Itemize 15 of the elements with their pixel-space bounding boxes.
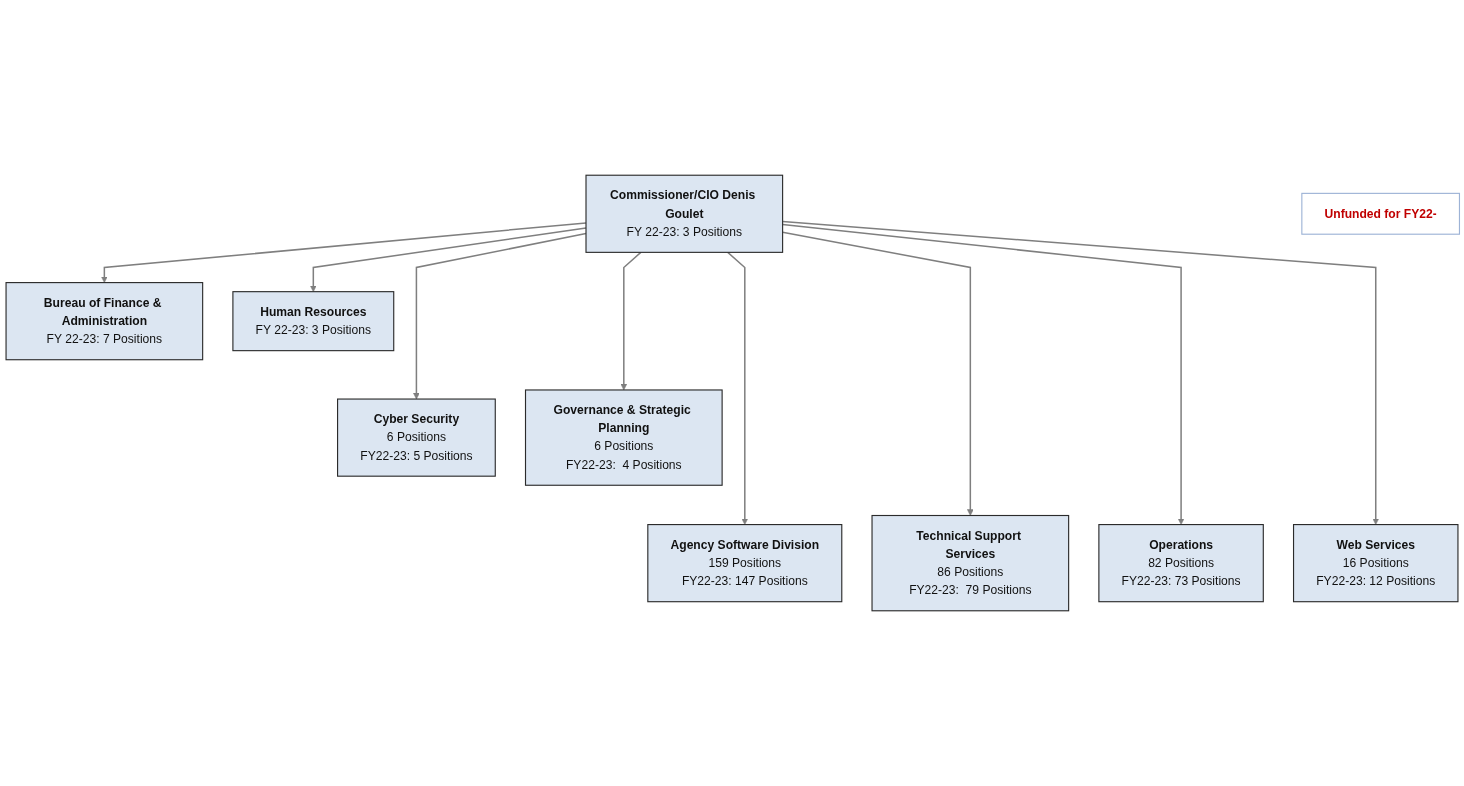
node-box: Technical Support Services 86 Positions FY22-23: 79 Positions: [871, 514, 1070, 612]
arrow: [620, 251, 642, 391]
arrow: [727, 251, 749, 525]
arrow: [310, 227, 587, 292]
node-box: Governance & Strategic Planning 6 Positions FY22-23: 4 Positions: [524, 389, 723, 486]
node-box: Bureau of Finance & Administration FY 22-23: 7 Positions: [5, 282, 204, 361]
node-box: Web Services 16 Positions FY22-23: 12 Positions: [1292, 524, 1459, 603]
node-box: Agency Software Division 159 Positions FY22-23: 147 Positions: [647, 524, 843, 603]
node-box: Operations 82 Positions FY22-23: 73 Positions: [1098, 524, 1264, 603]
node-box: Cyber Security 6 Positions FY22-23: 5 Positions: [337, 398, 496, 477]
node-box: Unfunded for FY22-: [1301, 192, 1461, 235]
node-box: Commissioner/CIO Denis Goulet FY 22-23: 3 Positions: [585, 174, 784, 253]
arrow: [101, 222, 587, 283]
arrow: [413, 232, 587, 400]
node-box: Human Resources FY 22-23: 3 Positions: [232, 291, 395, 352]
